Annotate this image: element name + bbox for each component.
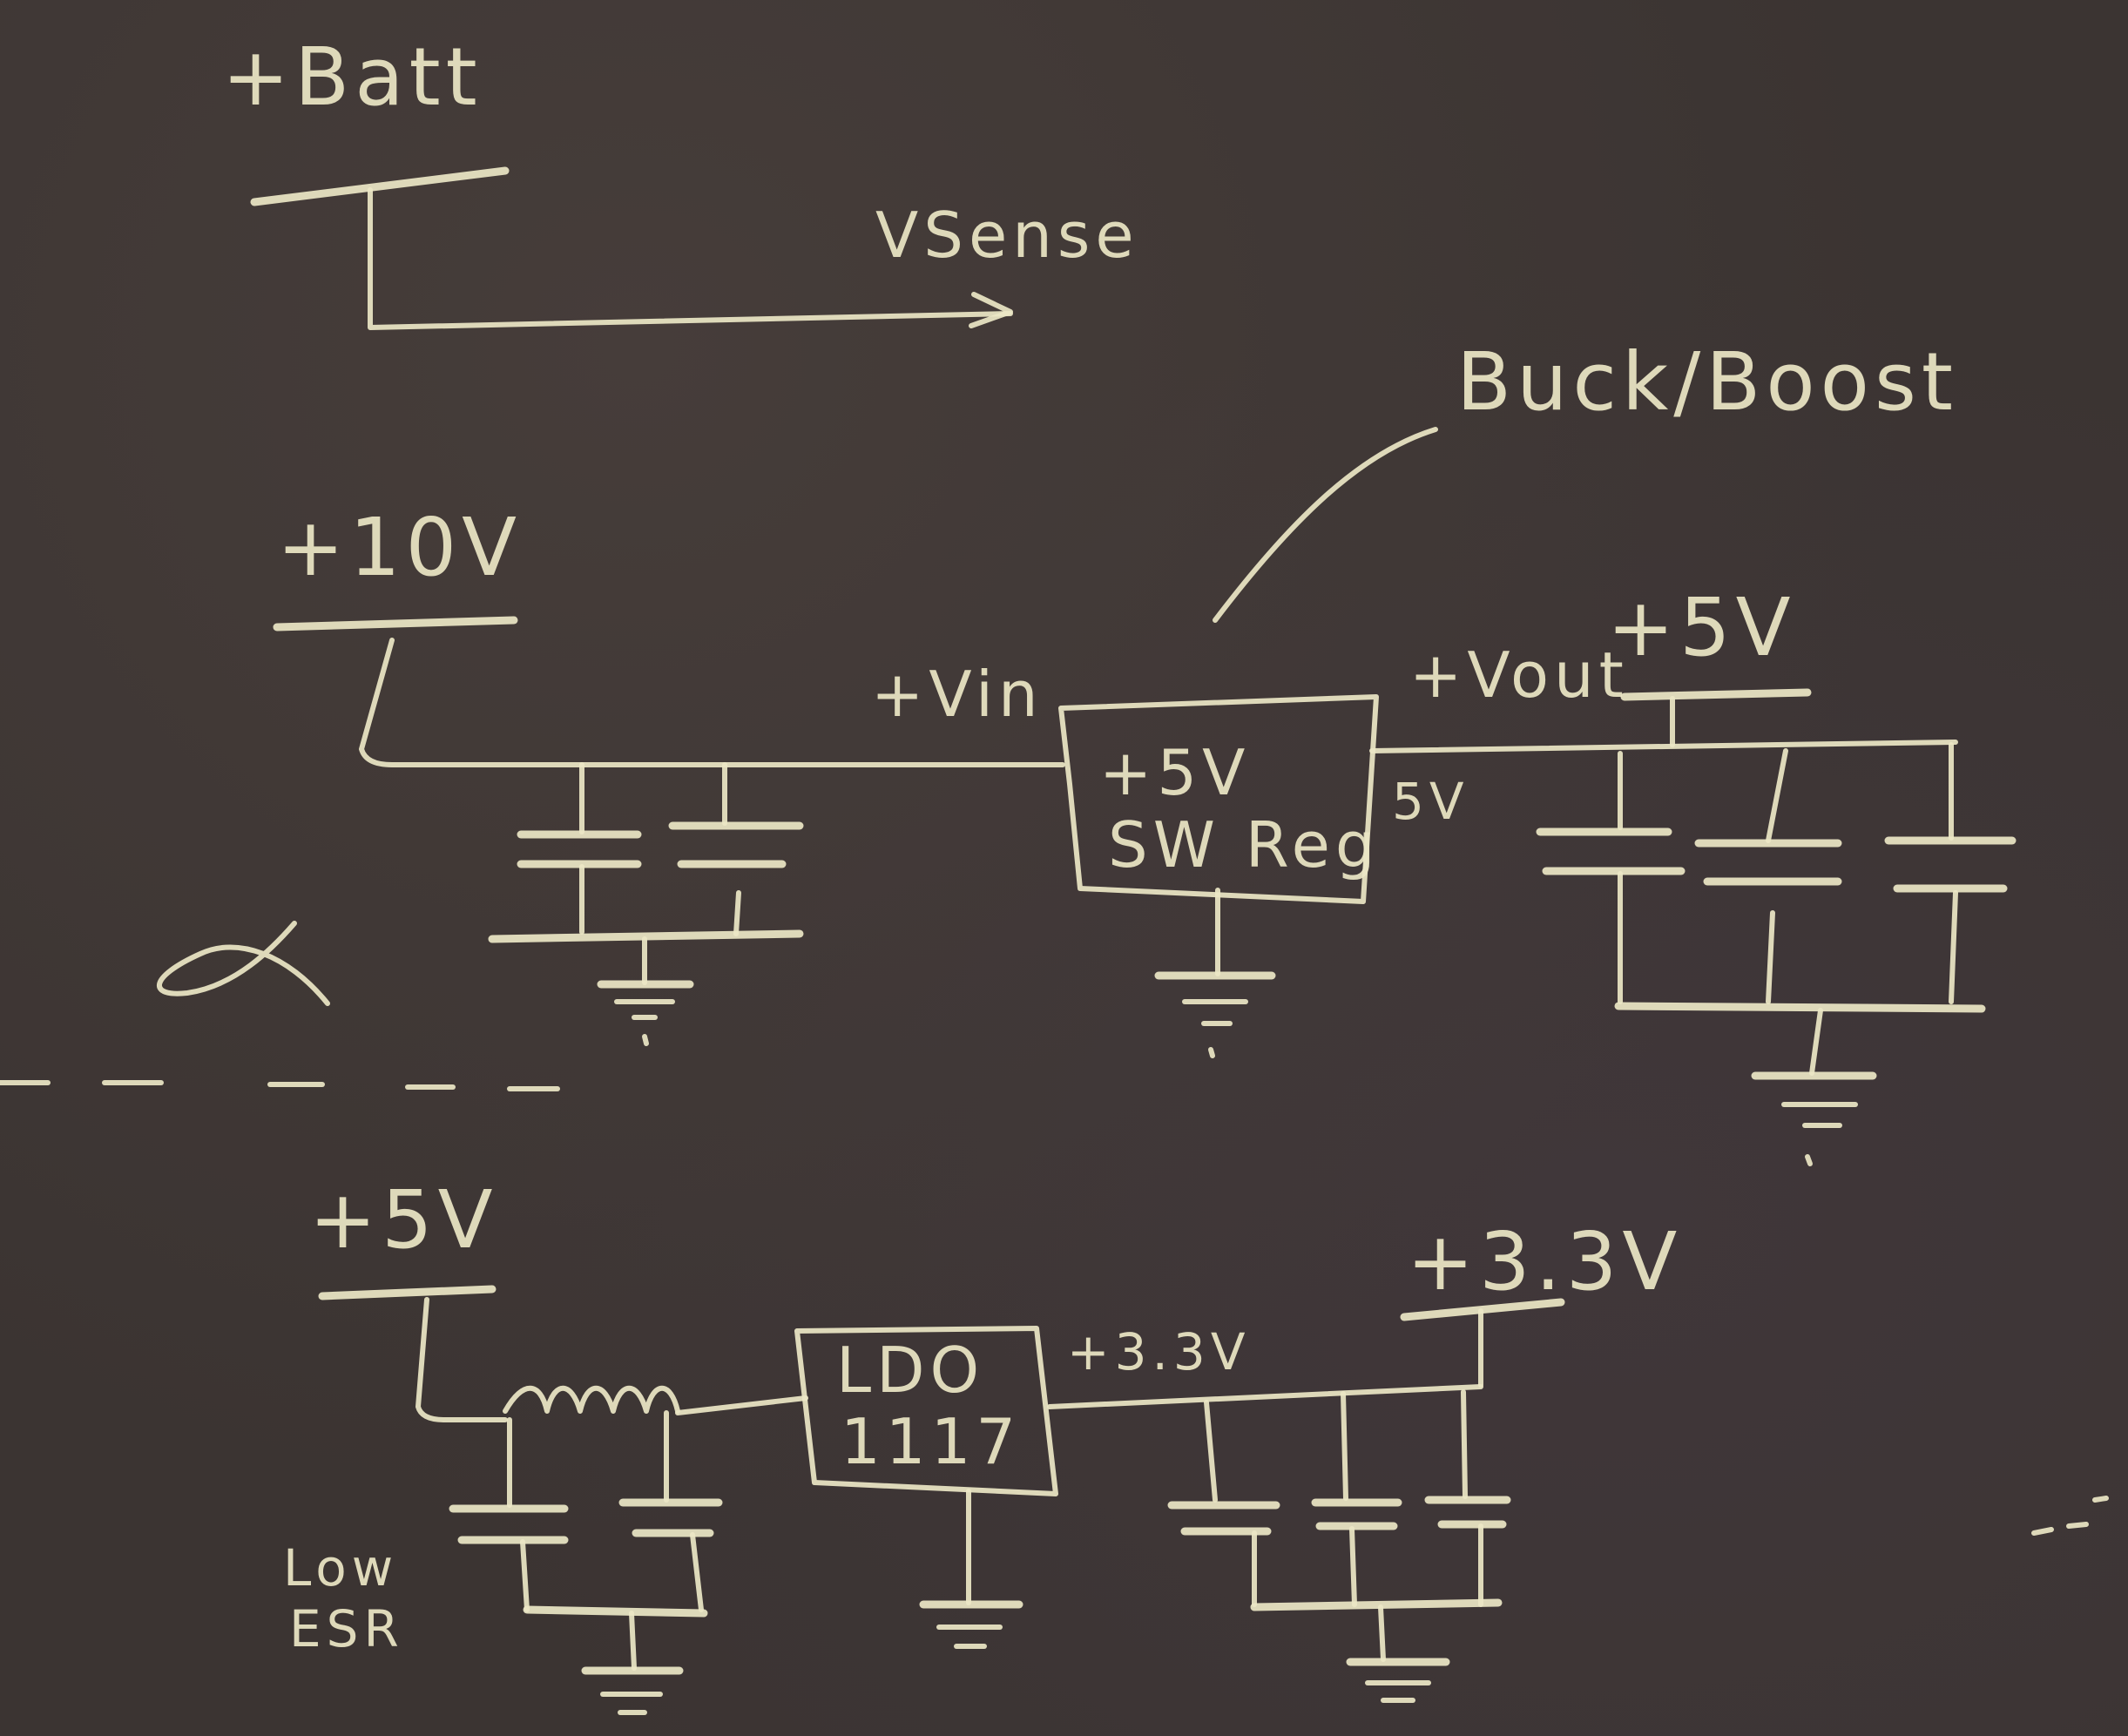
input-ground-bus xyxy=(488,929,804,943)
sw-reg-label-line1: +5V xyxy=(1099,736,1250,809)
plus-5v-bottom-rail xyxy=(318,1285,497,1300)
plus-5v-bottom-wire xyxy=(415,1297,508,1422)
buck-boost-annotation: Buck/Boost xyxy=(1213,335,1958,623)
vsense-arrowhead xyxy=(969,292,1013,328)
output-ground-dot xyxy=(1805,1154,1813,1166)
low-esr-cap-1-bottom-lead xyxy=(520,1539,530,1612)
dashed-divider xyxy=(0,1080,560,1091)
low-esr-label-line1: Low xyxy=(283,1538,398,1598)
ldo-box xyxy=(794,1326,1058,1496)
stray-chalk-marks xyxy=(2031,1496,2109,1536)
output-cap-3-bottom-lead xyxy=(1949,890,1958,1004)
vin-wire xyxy=(359,638,1065,767)
ldo-input-wire xyxy=(675,1395,808,1415)
inductor xyxy=(503,1385,680,1414)
buck-boost-label: Buck/Boost xyxy=(1456,335,1958,429)
out-5v-label: 5V xyxy=(1392,772,1469,831)
low-esr-ground-lead xyxy=(629,1611,637,1671)
output-5v-bus xyxy=(1369,740,1958,753)
plus-3v3-label: +3.3V xyxy=(1407,1215,1682,1308)
output-ground-lead xyxy=(1809,1008,1823,1076)
low-esr-ground-bus xyxy=(523,1605,708,1618)
ldo-label-line1: LDO xyxy=(836,1334,984,1407)
sw-regulator-box xyxy=(1058,694,1379,904)
vin-label: +Vin xyxy=(871,658,1044,731)
low-esr-label-line2: ESR xyxy=(289,1599,404,1658)
alpha-symbol xyxy=(157,921,330,1006)
plus-5v-top-rail xyxy=(1620,688,1812,701)
ldo-section: LDO 1117 +3.3V xyxy=(794,1322,1251,1649)
output-3v3-section: +3.3V xyxy=(1047,1215,1682,1703)
plus-10v-label: +10V xyxy=(277,501,522,594)
battery-sense-section: +Batt VSense xyxy=(222,30,1139,330)
input-ground-dot xyxy=(642,1034,649,1046)
output-cap-2-bottom-lead xyxy=(1766,910,1775,1004)
vsense-label: VSense xyxy=(875,199,1139,272)
stray-mark-3 xyxy=(2092,1496,2109,1503)
batt-label: +Batt xyxy=(222,30,483,124)
ldo-output-label: +3.3V xyxy=(1067,1322,1251,1381)
buck-boost-pointer xyxy=(1213,427,1438,623)
stray-mark-1 xyxy=(2031,1527,2054,1536)
switching-regulator-section: +5V SW Reg +Vout 5V xyxy=(1058,638,1629,1058)
sw-reg-ground-dot xyxy=(1208,1047,1215,1058)
vout-label: +Vout xyxy=(1409,638,1629,712)
output-ground-bus xyxy=(1614,1002,1986,1013)
out-3v3-ground-bus xyxy=(1250,1598,1503,1611)
plus-10v-rail xyxy=(273,616,518,632)
sw-reg-label-line2: SW Reg xyxy=(1108,808,1381,882)
out-3v3-cap-2-top-lead xyxy=(1341,1391,1348,1501)
plus-5v-top-label: +5V xyxy=(1607,581,1796,674)
out-3v3-cap-1-top-lead xyxy=(1204,1400,1218,1503)
alpha-stroke xyxy=(157,921,330,1006)
ldo-label-line2: 1117 xyxy=(841,1405,1021,1478)
output-5v-section: +5V xyxy=(1369,581,2017,1166)
plus-5v-bottom-label: +5V xyxy=(309,1173,498,1267)
low-esr-cap-2-bottom-lead xyxy=(690,1532,704,1612)
out-3v3-ground-lead xyxy=(1378,1604,1386,1662)
batt-rail xyxy=(250,166,510,206)
output-3v3-bus xyxy=(1047,1384,1483,1409)
output-cap-2-top-lead xyxy=(1766,748,1788,843)
out-3v3-cap-2-bottom-lead xyxy=(1349,1526,1357,1607)
input-5v-section: +5V Low ESR xyxy=(283,1173,808,1715)
input-10v-section: +10V +Vin xyxy=(273,501,1065,1046)
out-3v3-cap-3-top-lead xyxy=(1461,1389,1468,1499)
stray-mark-2 xyxy=(2066,1522,2089,1529)
input-cap-2-bottom-lead xyxy=(733,890,741,936)
batt-sense-wire xyxy=(368,187,1013,330)
